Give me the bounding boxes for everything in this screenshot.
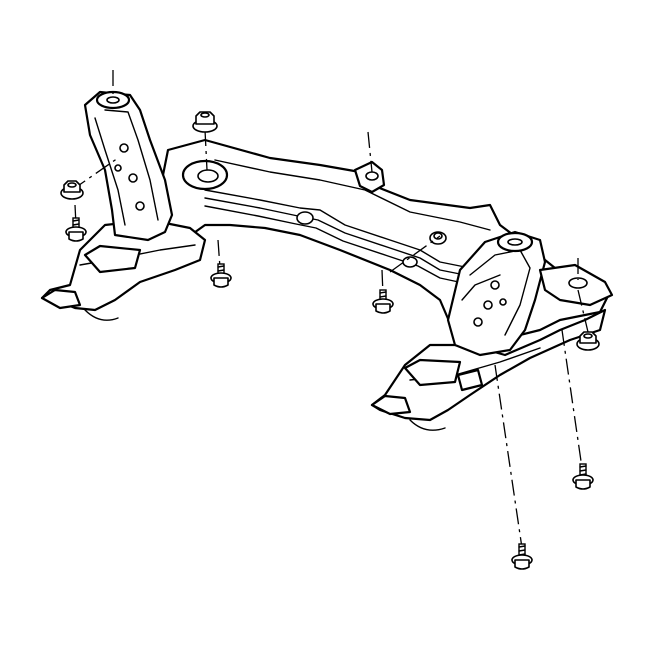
left-tower-inner: [94, 117, 126, 226]
beam-ridge-1: [204, 189, 501, 273]
hex-flange-bolt-icon: [572, 463, 594, 490]
bolt-threads: [217, 265, 225, 272]
hex-flange-bolt-icon: [65, 217, 87, 242]
left-tower: [83, 90, 174, 242]
left-front-tab: [40, 288, 82, 310]
beam-edge-upper: [214, 159, 491, 231]
centerline-center-lug: [367, 131, 373, 173]
beam-grommet-center: [433, 232, 443, 240]
bolt-hex-head: [575, 479, 591, 490]
centerline-right-tower-bolt: [494, 364, 523, 549]
right-tower-top-hole: [507, 238, 523, 246]
beam-oval-hole-left: [296, 211, 314, 225]
beam-ridge-3: [204, 205, 469, 285]
hex-flange-nut-icon: [576, 331, 600, 351]
right-tower-hole-1: [490, 280, 500, 290]
centerline-left-bolt-vertical: [74, 204, 77, 226]
centerline-beam-diagonal: [389, 235, 441, 273]
left-tower-hole-1: [119, 143, 129, 153]
beam-oval-hole-right: [402, 256, 418, 268]
nut-bore: [200, 112, 210, 118]
beam-ridge-2: [204, 197, 499, 281]
center-mount-hole: [365, 171, 379, 181]
hex-flange-nut-icon: [60, 180, 84, 200]
left-tower-face: [104, 109, 159, 221]
left-tower-hole-3: [135, 201, 145, 211]
right-rail-slot: [456, 368, 484, 392]
right-tower-hole-3: [473, 317, 483, 327]
right-tower-inner: [461, 274, 501, 301]
crossmember-frame: [40, 90, 614, 431]
centerline-right-long-bolt: [561, 329, 583, 469]
hex-flange-bolt-icon: [210, 263, 232, 288]
hex-flange-bolt-icon: [511, 543, 533, 570]
right-rail-box: [403, 358, 462, 387]
left-tower-hole-4: [114, 164, 122, 172]
left-rail-box: [83, 244, 142, 274]
bolt-threads: [72, 219, 80, 226]
centerline-center-lower-bolt: [381, 269, 384, 296]
centerline-left-mount-nut: [204, 129, 208, 171]
right-front-lip: [409, 419, 446, 431]
left-body-mount-hole: [197, 169, 219, 183]
hex-flange-nut-icon: [192, 111, 218, 133]
bolt-hex-head: [514, 559, 530, 570]
right-tower-hole-4: [499, 298, 507, 306]
right-tower-hole-2: [483, 300, 493, 310]
nut-bore: [583, 333, 593, 339]
nut-bore: [67, 182, 77, 188]
bolt-hex-head: [213, 277, 229, 288]
hex-flange-bolt-icon: [372, 289, 394, 314]
bolt-hex-head: [375, 303, 391, 314]
right-front-tab: [370, 394, 412, 416]
bolt-hex-head: [68, 231, 84, 242]
centerline-right-rear-nut: [577, 289, 589, 333]
left-front-lip: [84, 309, 119, 321]
left-tower-hole-2: [128, 173, 138, 183]
right-tower-face: [469, 249, 531, 336]
right-rear-mount-hole: [568, 277, 588, 289]
bolt-threads: [379, 291, 387, 298]
left-tower-top-hole: [106, 96, 120, 104]
